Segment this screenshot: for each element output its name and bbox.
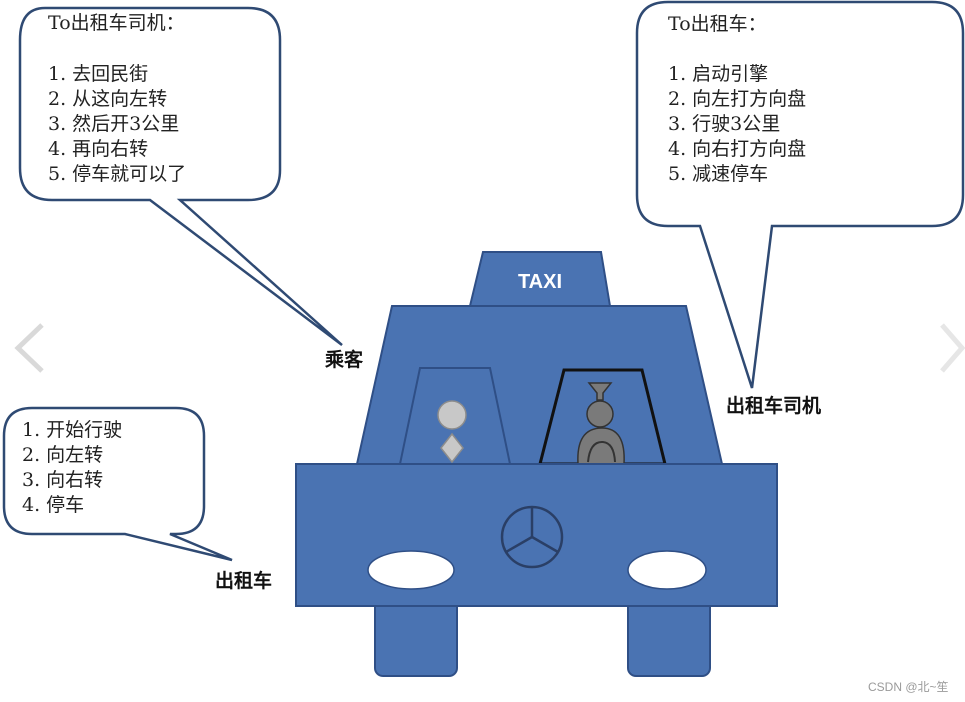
passenger-bubble-title: To出租车司机：: [48, 12, 185, 34]
driver-item-4: 4. 向右打方向盘: [668, 138, 806, 160]
passenger-item-3: 3. 然后开3公里: [48, 113, 179, 135]
taxi-item-3: 3. 向右转: [22, 469, 103, 491]
driver-speech-bubble: To出租车： 1. 启动引擎 2. 向左打方向盘 3. 行驶3公里 4. 向右打…: [635, 0, 965, 389]
left-headlight: [367, 550, 455, 590]
driver-figure: [577, 382, 625, 465]
right-headlight: [627, 550, 707, 590]
taxi-sign-text: TAXI: [518, 271, 562, 293]
driver-item-2: 2. 向左打方向盘: [668, 88, 806, 110]
taxi-item-1: 1. 开始行驶: [22, 419, 122, 441]
taxi-item-2: 2. 向左转: [22, 444, 103, 466]
driver-item-5: 5. 减速停车: [668, 163, 768, 185]
taxi-label: 出租车: [215, 569, 272, 592]
right-wheel: [627, 597, 711, 677]
csdn-watermark: CSDN @北~笙: [868, 679, 949, 694]
passenger-figure-head: [437, 400, 467, 430]
driver-label: 出租车司机: [726, 394, 821, 417]
passenger-item-1: 1. 去回民街: [48, 63, 148, 85]
passenger-item-4: 4. 再向右转: [48, 138, 148, 160]
passenger-speech-bubble: To出租车司机： 1. 去回民街 2. 从这向左转 3. 然后开3公里 4. 再…: [18, 6, 343, 346]
driver-item-3: 3. 行驶3公里: [668, 113, 780, 135]
passenger-figure-body: [440, 432, 464, 464]
driver-bubble-title: To出租车：: [668, 13, 767, 35]
passenger-label: 乘客: [324, 348, 364, 371]
taxi-body: [295, 463, 778, 607]
passenger-item-2: 2. 从这向左转: [48, 88, 167, 110]
passenger-item-5: 5. 停车就可以了: [48, 163, 186, 185]
driver-item-1: 1. 启动引擎: [668, 63, 768, 85]
carousel-next-icon[interactable]: [940, 323, 965, 373]
taxi-item-4: 4. 停车: [22, 494, 84, 516]
carousel-prev-icon[interactable]: [14, 323, 44, 373]
mercedes-emblem-icon: [500, 505, 564, 569]
left-wheel: [374, 597, 458, 677]
taxi-speech-bubble: 1. 开始行驶 2. 向左转 3. 向右转 4. 停车: [2, 406, 233, 562]
taxi-car: TAXI: [295, 251, 778, 677]
